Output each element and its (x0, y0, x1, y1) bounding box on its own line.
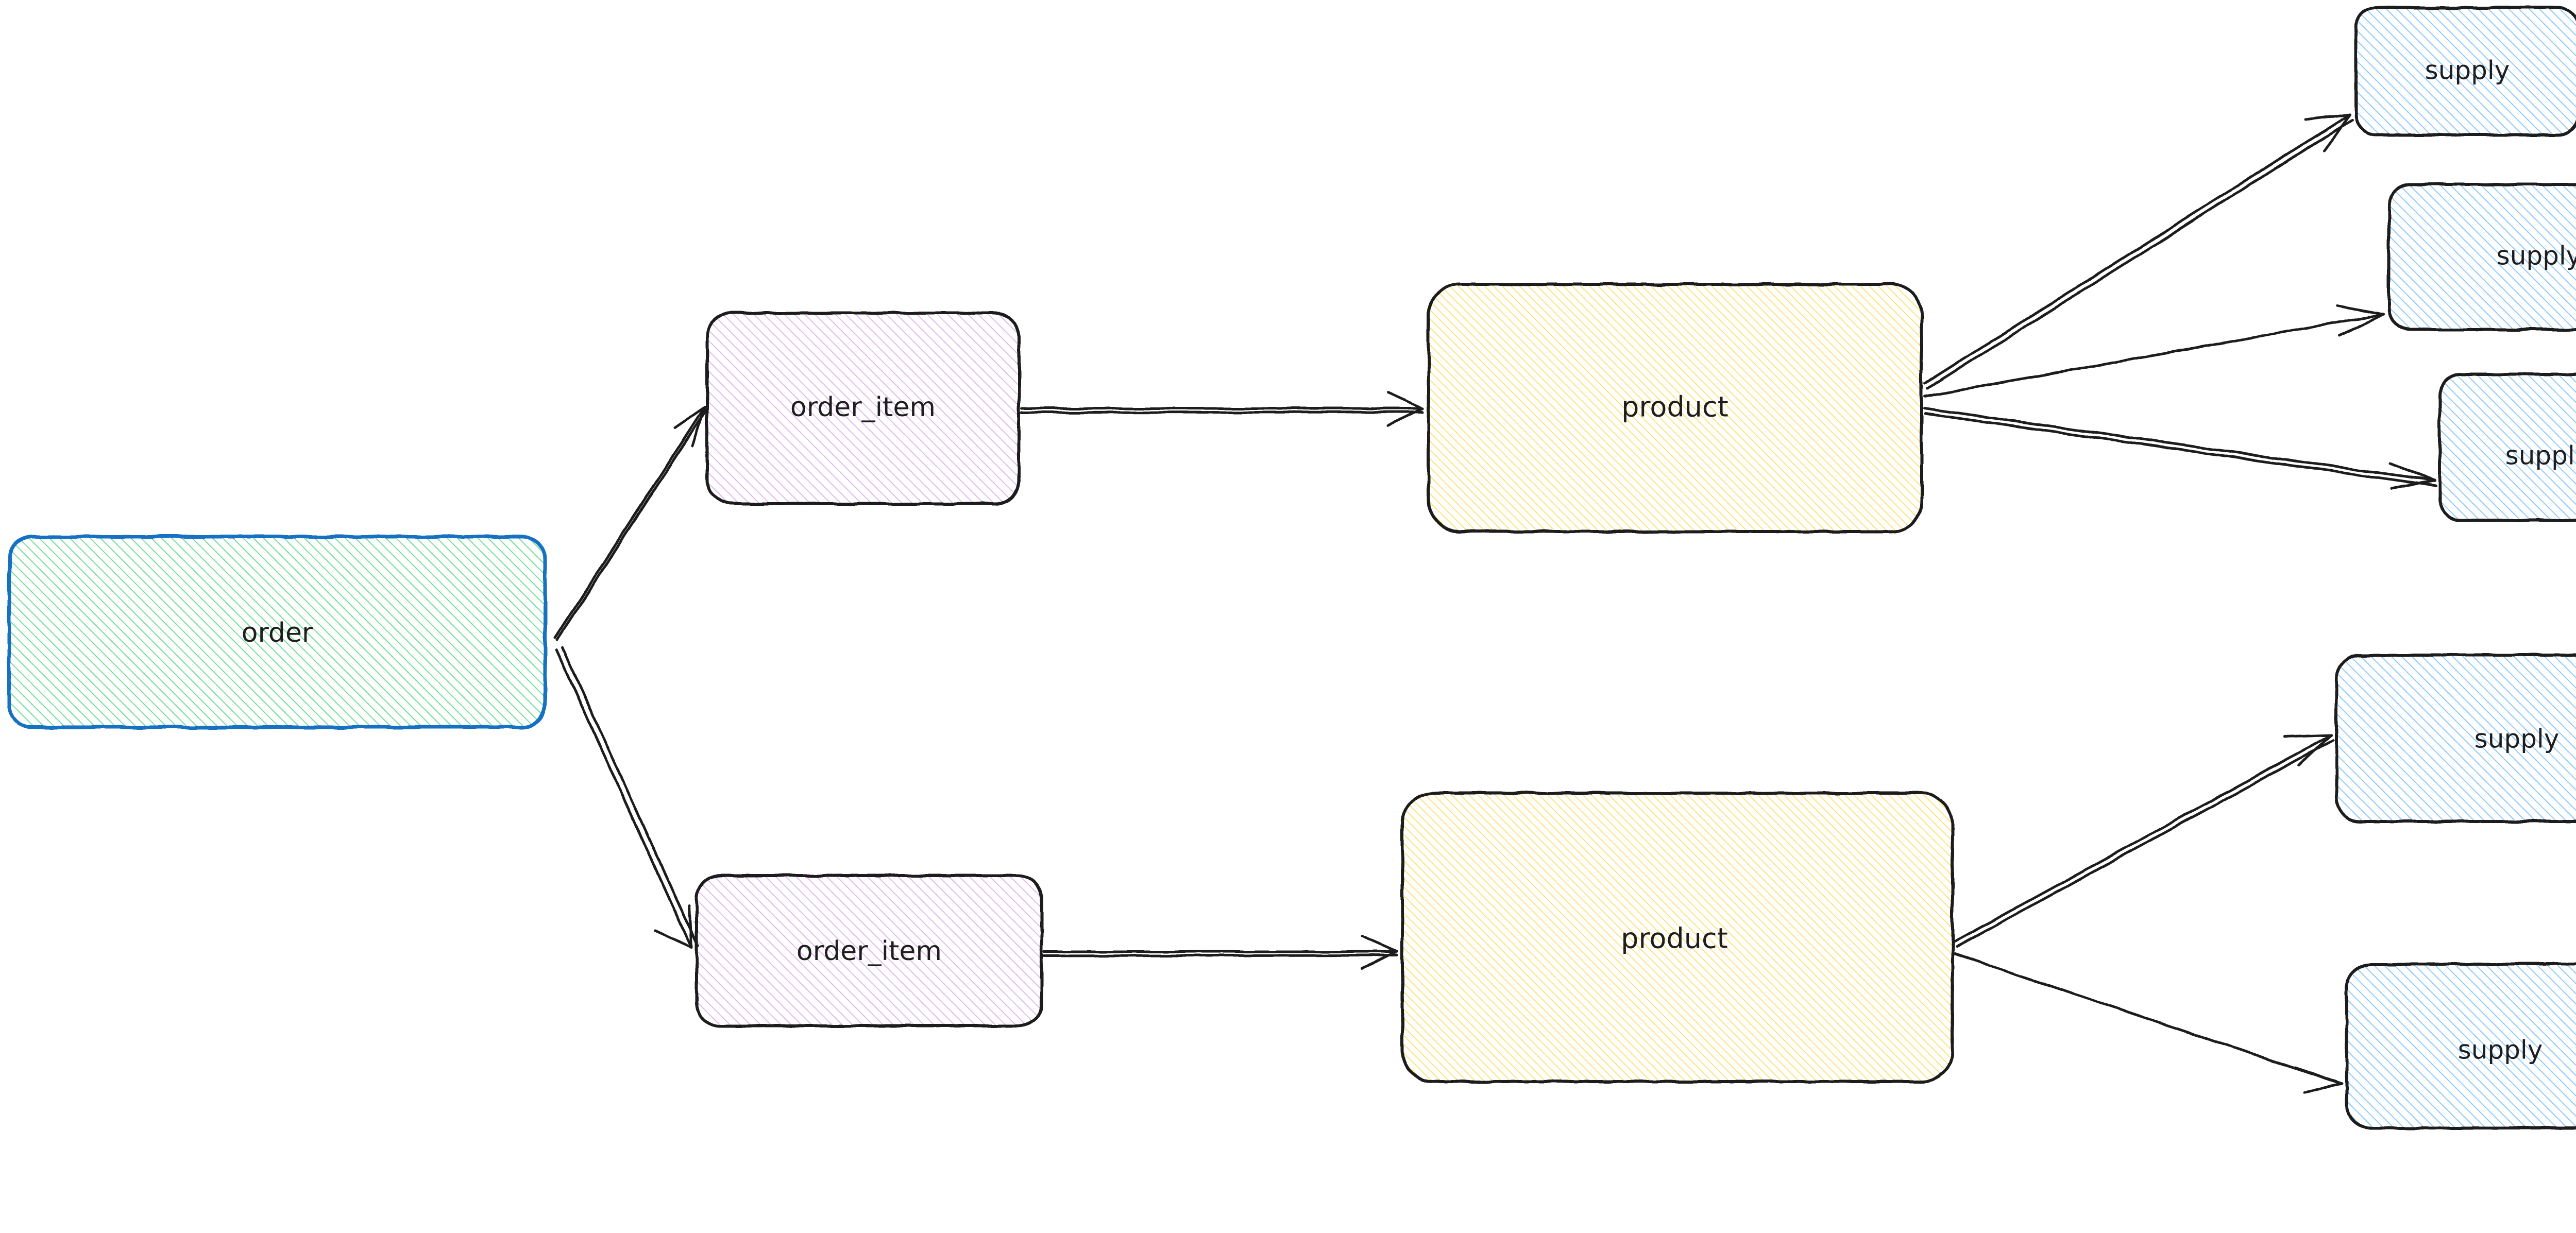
edge-product-top-to-supply-3 (1923, 407, 2437, 490)
node-supply-5-shape[interactable] (2347, 964, 2576, 1128)
node-order[interactable]: order (7, 535, 547, 729)
node-order-shape[interactable] (9, 537, 545, 727)
node-supply-1-outline (2354, 6, 2576, 136)
node-product-bottom-outline (1401, 792, 1954, 1083)
edge-order-item-top-to-product-top (1020, 391, 1425, 427)
edge-order-item-bottom-to-product-bottom (1042, 935, 1399, 970)
node-order-item-bottom[interactable]: order_item (695, 874, 1043, 1028)
node-supply-2-outline (2387, 183, 2576, 331)
node-supply-1-shape[interactable] (2355, 8, 2576, 135)
edge-order-to-order-item-bottom (555, 646, 699, 949)
node-product-top-label: product (1621, 391, 1728, 423)
node-supply-2-label: supply (2497, 241, 2576, 271)
node-supply-2[interactable]: supply (2387, 183, 2576, 331)
node-supply-1[interactable]: supply (2354, 6, 2576, 136)
node-order-outline (7, 535, 547, 729)
node-product-top-shape[interactable] (1429, 284, 1922, 532)
edges-layer (554, 113, 2437, 1093)
node-product-top[interactable]: product (1427, 283, 1923, 533)
node-order-item-top-label: order_item (790, 392, 936, 423)
node-supply-3[interactable]: supply (2438, 373, 2576, 522)
node-supply-4-outline (2335, 654, 2576, 823)
node-supply-3-label: supply (2505, 441, 2576, 471)
node-supply-4[interactable]: supply (2335, 654, 2576, 823)
node-supply-3-shape[interactable] (2439, 374, 2576, 520)
node-supply-3-outline (2438, 373, 2576, 522)
node-supply-5-outline (2345, 963, 2576, 1129)
node-order-label: order (242, 618, 313, 648)
edge-order-to-order-item-top (554, 405, 708, 641)
node-product-bottom[interactable]: product (1401, 792, 1954, 1083)
node-product-top-outline (1427, 283, 1923, 533)
node-order-item-top-outline (706, 312, 1021, 505)
node-order-item-bottom-outline (695, 874, 1043, 1028)
node-order-item-top[interactable]: order_item (706, 312, 1021, 505)
node-product-bottom-label: product (1621, 922, 1728, 955)
node-supply-4-shape[interactable] (2336, 655, 2576, 821)
edge-product-bottom-to-supply-5 (1953, 952, 2344, 1093)
node-supply-5[interactable]: supply (2345, 963, 2576, 1129)
edge-product-top-to-supply-2 (1923, 304, 2385, 398)
node-supply-4-label: supply (2475, 724, 2560, 754)
node-supply-2-shape[interactable] (2389, 184, 2576, 330)
node-order-item-bottom-shape[interactable] (697, 876, 1042, 1026)
node-product-bottom-shape[interactable] (1402, 793, 1953, 1082)
node-supply-5-label: supply (2458, 1035, 2543, 1065)
node-order-item-top-shape[interactable] (707, 313, 1019, 504)
node-order-item-bottom-label: order_item (796, 936, 942, 967)
edge-product-top-to-supply-1 (1923, 113, 2354, 390)
edge-product-bottom-to-supply-4 (1953, 733, 2335, 948)
node-supply-1-label: supply (2425, 56, 2510, 85)
